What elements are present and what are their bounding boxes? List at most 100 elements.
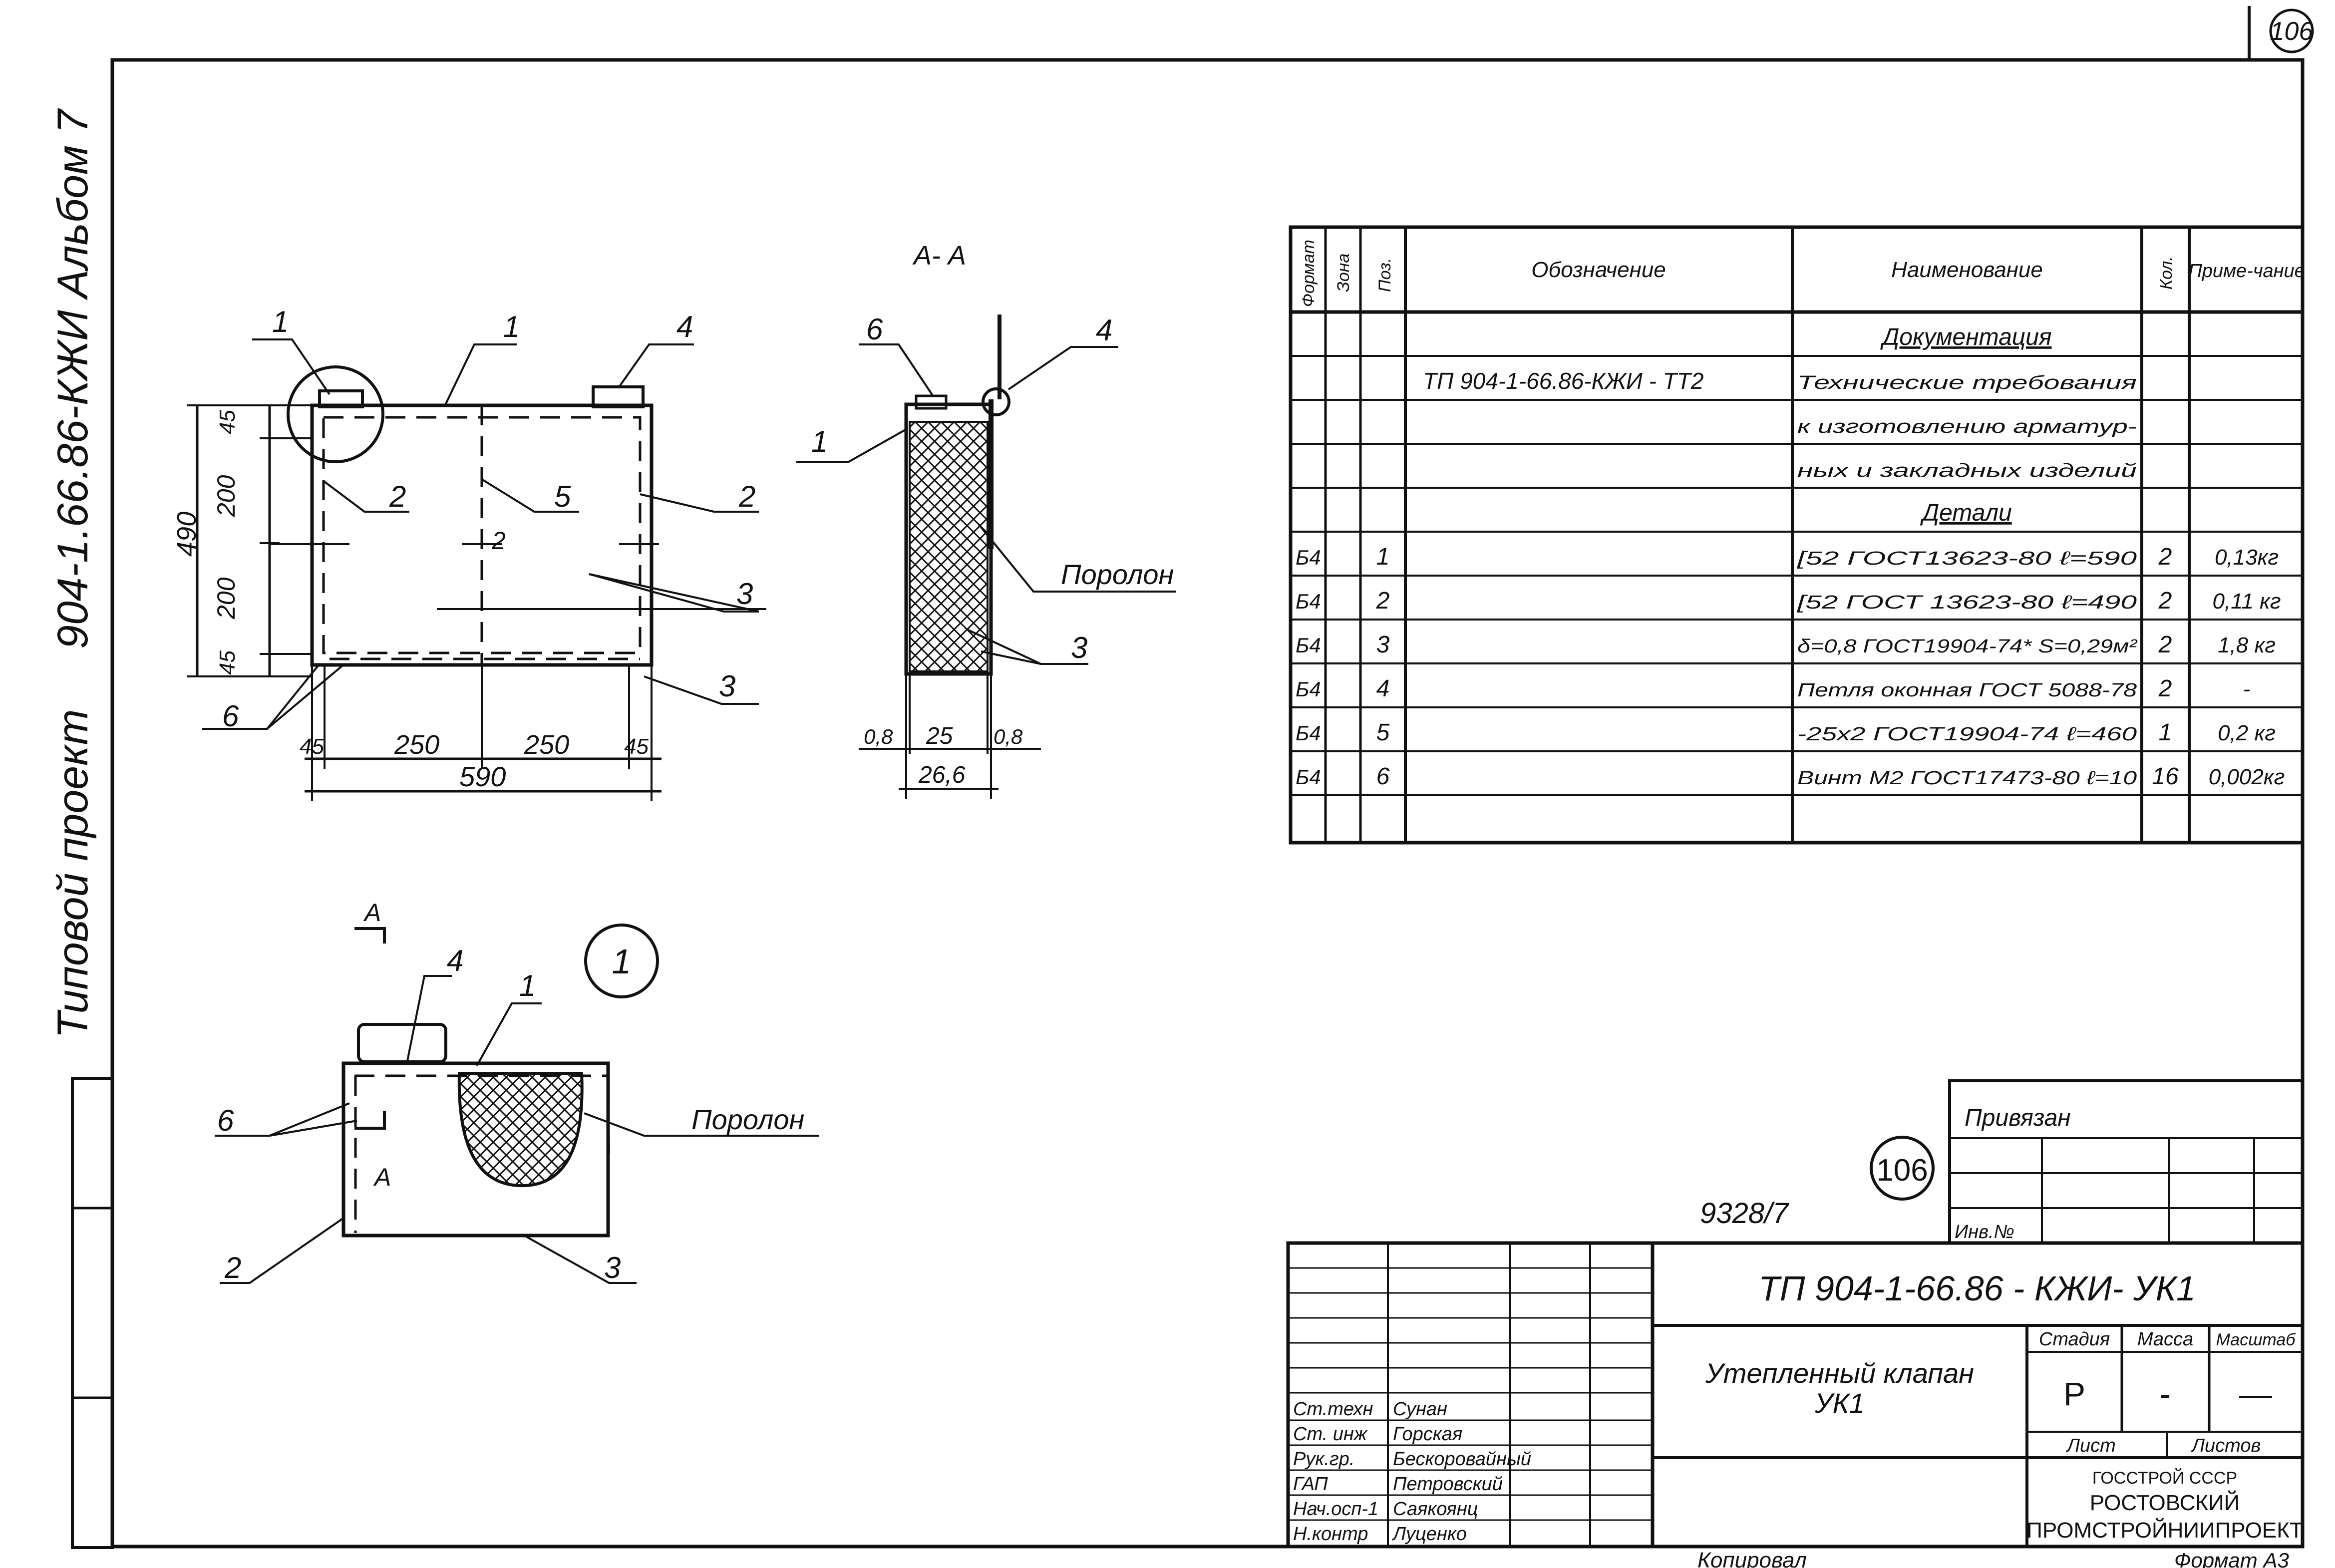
binding-block: Привязан Инв.№	[1948, 1079, 2304, 1245]
left-title-top: 904-1.66.86-КЖИ Альбом 7	[49, 108, 97, 649]
spec-cell-pos: 1	[1376, 544, 1390, 570]
spec-cell-format: Б4	[1296, 677, 1321, 701]
doc-code: ТП 904-1-66.86 - КЖИ- УК1	[1758, 1269, 2196, 1308]
svg-text:6: 6	[222, 699, 239, 733]
tb-role: Н.контр	[1293, 1524, 1368, 1545]
tb-name: Бескоровайный	[1393, 1449, 1531, 1470]
svg-text:2: 2	[738, 480, 755, 513]
svg-text:2: 2	[491, 527, 506, 555]
svg-text:3: 3	[736, 577, 753, 611]
org-line-2: РОСТОВСКИЙ	[2090, 1490, 2240, 1515]
inv-label: Инв.№	[1955, 1222, 2014, 1243]
spec-cell-name: [52 ГОСТ13623-80 ℓ=590	[1796, 548, 2137, 569]
spec-header-pos: Поз.	[1375, 258, 1394, 292]
section-foam-label: Поролон	[1061, 559, 1174, 590]
spec-cell-note: 0,002кг	[2209, 765, 2285, 789]
spec-cell-name: к изготовлению арматур-	[1797, 416, 2137, 437]
spec-header-name: Наименование	[1891, 258, 2043, 282]
stamp-circle: 106	[1870, 1136, 1935, 1201]
spec-cell-name: δ=0,8 ГОСТ19904-74* S=0,29м²	[1797, 636, 2138, 657]
svg-text:0,8: 0,8	[994, 725, 1023, 748]
front-view: 490 45 200 200 45 45 250 250 45 590 1 1 …	[172, 305, 766, 801]
svg-text:106: 106	[1876, 1153, 1928, 1188]
spec-cell-pos: 2	[1376, 588, 1390, 614]
spec-cell-name: Винт М2 ГОСТ17473-80 ℓ=10	[1797, 768, 2137, 789]
tb-role: ГАП	[1293, 1474, 1328, 1495]
spec-cell-pos: 3	[1376, 631, 1390, 658]
svg-text:2: 2	[389, 480, 406, 513]
spec-header-qty: Кол.	[2157, 256, 2176, 290]
svg-text:3: 3	[604, 1251, 621, 1284]
sheets-label: Листов	[2190, 1435, 2261, 1456]
spec-cell-note: 0,11 кг	[2212, 589, 2281, 614]
spec-header-zone: Зона	[1334, 254, 1353, 292]
scale-value: —	[2239, 1375, 2272, 1412]
svg-text:4: 4	[447, 944, 463, 977]
spec-cell-pos: 6	[1376, 763, 1390, 790]
dim-right: 45	[624, 734, 649, 759]
detail-foam-label: Поролон	[691, 1104, 804, 1135]
corner-number: 106	[2269, 8, 2314, 53]
sheet-label: Лист	[2065, 1435, 2116, 1456]
dim-mid1: 200	[212, 475, 240, 517]
mass-value: -	[2160, 1375, 2171, 1412]
mass-label: Масса	[2137, 1329, 2193, 1350]
svg-text:26,6: 26,6	[918, 762, 966, 788]
spec-cell-name: Петля оконная ГОСТ 5088-78	[1797, 680, 2137, 701]
spec-cell-qty: 16	[2152, 763, 2179, 790]
spec-cell-qty: 2	[2158, 631, 2172, 658]
doc-name-2: УК1	[1814, 1387, 1865, 1419]
spec-header-designation: Обозначение	[1531, 258, 1666, 282]
svg-text:1: 1	[272, 305, 289, 338]
spec-cell-pos: 4	[1376, 675, 1390, 702]
stage-label: Стадия	[2039, 1329, 2110, 1350]
spec-cell-note: -	[2243, 677, 2251, 701]
spec-cell-format: Б4	[1296, 765, 1321, 789]
spec-cell-pos: 5	[1376, 719, 1390, 746]
dim-height: 490	[172, 512, 202, 557]
copied-label: Копировал	[1697, 1548, 1807, 1568]
spec-cell-format: Б4	[1296, 721, 1321, 745]
svg-text:4: 4	[1096, 314, 1112, 347]
spec-cell-qty: 2	[2158, 675, 2172, 702]
detail-1: 1 А А 4 1 Поролон 6 2 3	[215, 899, 819, 1284]
spec-cell-format: Б4	[1296, 633, 1321, 657]
spec-cell-qty: 2	[2158, 544, 2172, 570]
spec-header-note: Приме-чание	[2188, 261, 2305, 282]
svg-text:4: 4	[676, 310, 693, 343]
svg-text:1: 1	[503, 310, 520, 343]
section-aa: А- А 6 4 1 Поролон 3 0,8 25 0,8 26,6	[796, 241, 1176, 799]
tb-role: Ст.техн	[1293, 1399, 1373, 1420]
format-label: Формат А3	[2174, 1549, 2289, 1568]
svg-text:3: 3	[719, 669, 735, 703]
dim-width: 590	[459, 761, 506, 792]
spec-cell-designation: ТП 904-1-66.86-КЖИ - ТТ2	[1423, 368, 1703, 394]
spec-cell-format: Б4	[1296, 590, 1321, 613]
section-title: А- А	[912, 241, 966, 271]
tb-role: Рук.гр.	[1293, 1449, 1354, 1470]
org-line-3: ПРОМСТРОЙНИИПРОЕКТ	[2026, 1517, 2303, 1543]
tb-name: Петровский	[1393, 1474, 1503, 1495]
left-title-bottom: Типовой проект	[49, 709, 97, 1038]
svg-text:А: А	[363, 899, 381, 927]
spec-cell-name: Документация	[1880, 324, 2051, 350]
dim-top: 45	[215, 410, 240, 434]
stage-value: Р	[2063, 1375, 2085, 1412]
tb-role: Ст. инж	[1293, 1424, 1368, 1445]
spec-cell-note: 0,2 кг	[2218, 721, 2276, 745]
svg-text:5: 5	[554, 480, 571, 513]
tb-name: Горская	[1393, 1424, 1462, 1445]
spec-cell-name: [52 ГОСТ 13623-80 ℓ=490	[1796, 592, 2137, 613]
dim-mid2: 200	[212, 577, 240, 620]
detail-number: 1	[612, 942, 632, 981]
binding-label: Привязан	[1965, 1105, 2071, 1131]
dim-bottom: 45	[215, 650, 240, 675]
scale-label: Масштаб	[2216, 1330, 2297, 1349]
spec-cell-note: 0,13кг	[2215, 545, 2279, 570]
svg-text:1: 1	[519, 969, 536, 1002]
dim-w2: 250	[524, 730, 569, 760]
spec-cell-name: Технические требования	[1797, 372, 2137, 393]
svg-text:А: А	[373, 1163, 391, 1191]
tb-name: Луценко	[1391, 1524, 1467, 1545]
